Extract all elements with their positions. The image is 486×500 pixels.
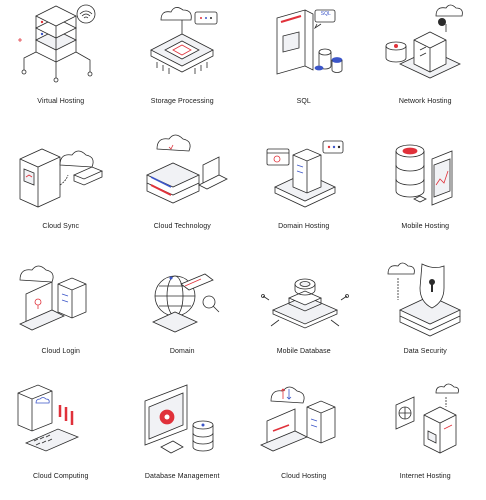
tile-domain: Domain (122, 250, 244, 375)
tile-cloud-sync: Cloud Sync (0, 125, 122, 250)
label-mobile-hosting: Mobile Hosting (401, 223, 450, 230)
cloud-computing-icon (6, 375, 116, 473)
tile-mobile-database: Mobile Database (243, 250, 365, 375)
label-cloud-sync: Cloud Sync (42, 223, 80, 230)
mobile-database-icon (249, 250, 359, 348)
network-hosting-icon (370, 0, 480, 98)
tile-network-hosting: Network Hosting (365, 0, 486, 125)
label-storage-processing: Storage Processing (150, 98, 214, 105)
label-network-hosting: Network Hosting (398, 98, 452, 105)
tile-domain-hosting: Domain Hosting (243, 125, 365, 250)
tile-cloud-computing: Cloud Computing (0, 375, 122, 500)
tile-storage-processing: Storage Processing (122, 0, 244, 125)
cloud-hosting-icon (249, 375, 359, 473)
label-sql: SQL (296, 98, 311, 105)
domain-hosting-icon (249, 125, 359, 223)
internet-hosting-icon (370, 375, 480, 473)
sql-badge-text: SQL (320, 11, 331, 17)
tile-mobile-hosting: Mobile Hosting (365, 125, 486, 250)
tile-database-management: Database Management (122, 375, 244, 500)
mobile-hosting-icon (370, 125, 480, 223)
label-database-management: Database Management (144, 473, 220, 480)
label-cloud-technology: Cloud Technology (153, 223, 211, 230)
label-domain: Domain (169, 348, 195, 355)
label-internet-hosting: Internet Hosting (399, 473, 451, 480)
tile-cloud-login: Cloud Login (0, 250, 122, 375)
tile-cloud-technology: Cloud Technology (122, 125, 244, 250)
cloud-technology-icon (127, 125, 237, 223)
data-security-icon (370, 250, 480, 348)
label-virtual-hosting: Virtual Hosting (37, 98, 85, 105)
tile-data-security: Data Security (365, 250, 486, 375)
virtual-hosting-icon (6, 0, 116, 98)
label-data-security: Data Security (403, 348, 447, 355)
sql-icon: SQL (249, 0, 359, 98)
label-mobile-database: Mobile Database (276, 348, 331, 355)
tile-sql: SQL SQL (243, 0, 365, 125)
database-management-icon (127, 375, 237, 473)
domain-icon (127, 250, 237, 348)
label-domain-hosting: Domain Hosting (278, 223, 330, 230)
cloud-login-icon (6, 250, 116, 348)
label-cloud-computing: Cloud Computing (32, 473, 89, 480)
label-cloud-login: Cloud Login (41, 348, 80, 355)
tile-cloud-hosting: Cloud Hosting (243, 375, 365, 500)
label-cloud-hosting: Cloud Hosting (281, 473, 327, 480)
cloud-sync-icon (6, 125, 116, 223)
tile-internet-hosting: Internet Hosting (365, 375, 486, 500)
tile-virtual-hosting: Virtual Hosting (0, 0, 122, 125)
storage-processing-icon (127, 0, 237, 98)
